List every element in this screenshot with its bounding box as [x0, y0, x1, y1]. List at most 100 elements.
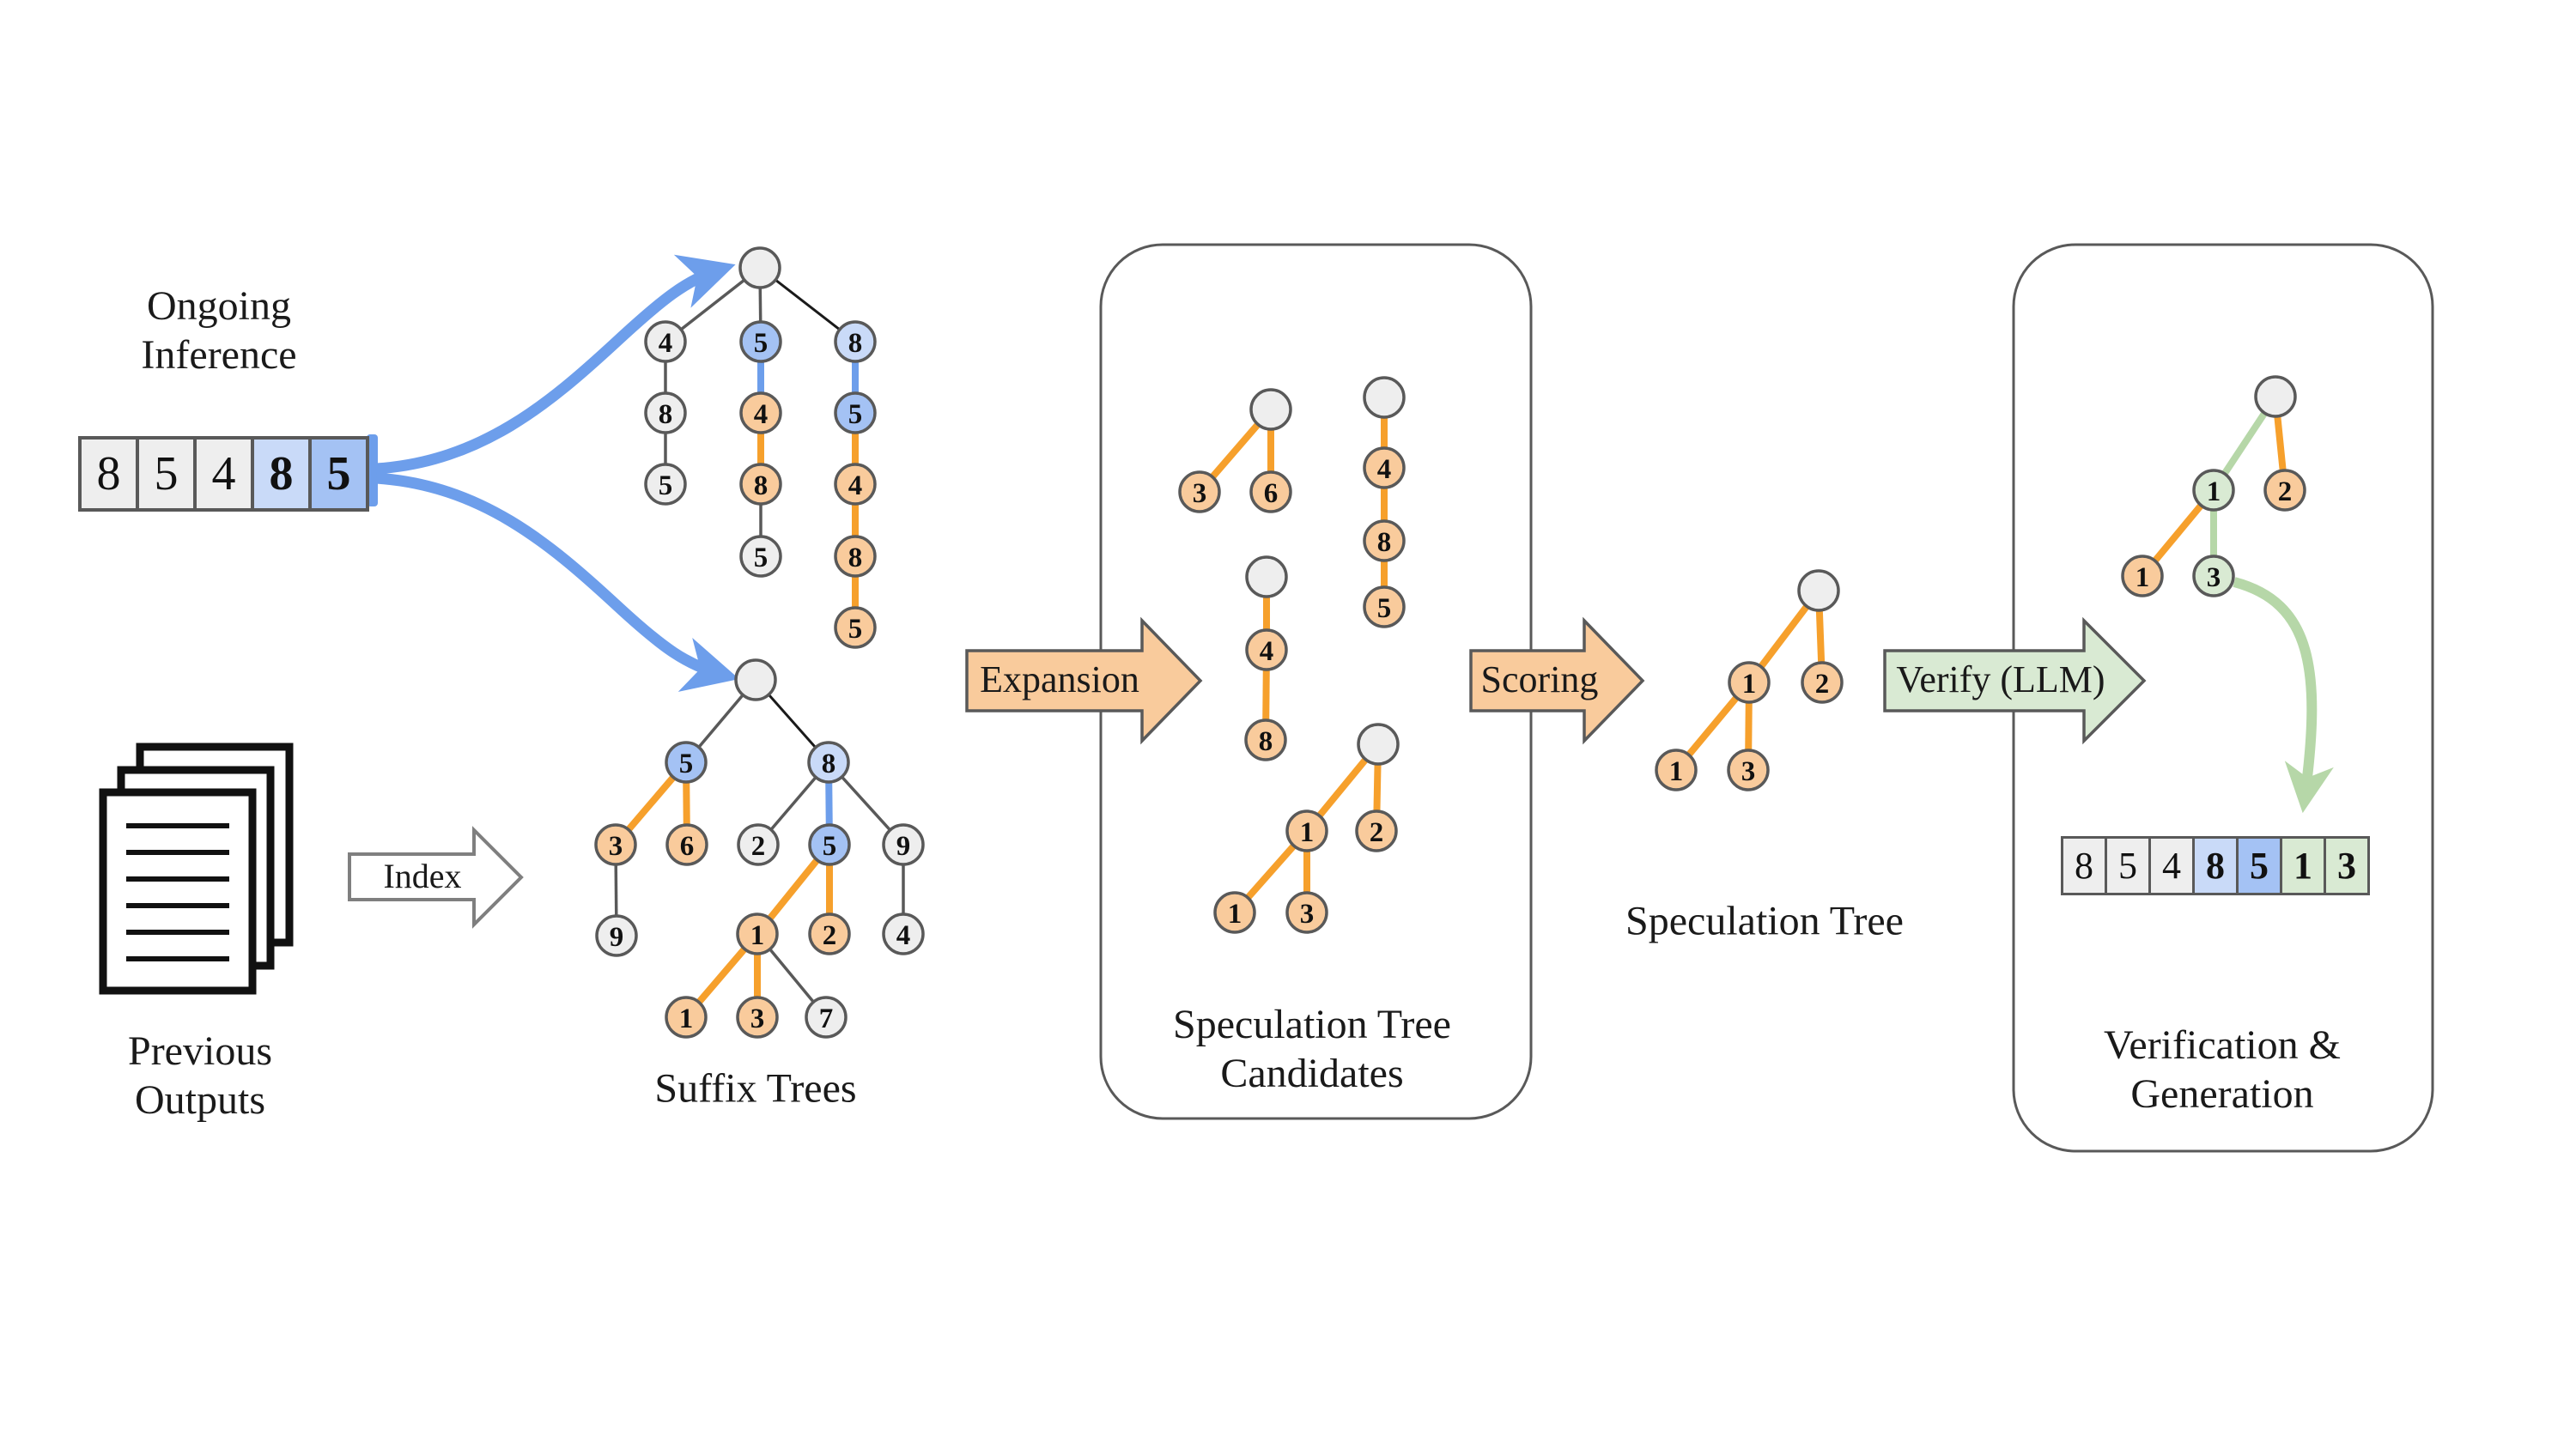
tree-node: [805, 996, 848, 1039]
ongoing-inference-label: Ongoing Inference: [141, 283, 297, 378]
token-cell: 8: [251, 436, 312, 512]
document-text-lines-icon: [126, 823, 229, 961]
tree-node-value: 1: [1300, 817, 1315, 848]
tree-node-value: 2: [2278, 476, 2293, 507]
tree-node: [665, 996, 708, 1039]
tree-node-value: 8: [754, 470, 769, 501]
tree-node-value: 2: [823, 920, 837, 951]
tree-node-value: 4: [1260, 636, 1274, 667]
tree-node-value: 1: [750, 920, 765, 951]
tree-node: [737, 823, 780, 866]
tree-node-value: 5: [1377, 593, 1392, 624]
tree-node-value: 1: [679, 1003, 694, 1034]
tree-node: [739, 391, 782, 434]
tree-node-value: 3: [609, 831, 623, 862]
tree-node-value: 1: [2136, 562, 2150, 593]
tree-node: [834, 391, 877, 434]
tree-root-node: [1249, 388, 1292, 431]
tree-node: [2192, 555, 2235, 597]
token-cell: 4: [193, 436, 254, 512]
tree-node-value: 9: [896, 831, 911, 862]
generation-arrow: [2233, 577, 2334, 814]
tree-node-value: 2: [1815, 669, 1830, 700]
tree-root-node: [2254, 375, 2297, 418]
tree-node: [1178, 470, 1221, 513]
tree-node-value: 7: [819, 1003, 834, 1034]
tree-node-value: 1: [2207, 476, 2221, 507]
previous-outputs-label: Previous Outputs: [128, 1028, 272, 1123]
tree-node: [1244, 718, 1287, 761]
tree-node-value: 5: [754, 328, 769, 359]
tree-node: [739, 463, 782, 506]
tree-node: [1728, 661, 1771, 704]
tree-node: [1801, 661, 1844, 704]
token-cell: 5: [2105, 836, 2151, 895]
tree-node-value: 8: [822, 749, 836, 779]
tree-root-node: [1797, 569, 1840, 612]
tree-node: [595, 914, 638, 957]
tree-node-value: 4: [848, 470, 863, 501]
tree-root-node: [1363, 376, 1406, 419]
tree-node: [736, 996, 779, 1039]
tree-node: [1363, 519, 1406, 562]
tree-node-value: 3: [2207, 562, 2221, 593]
scoring-arrow-label: Scoring: [1480, 658, 1599, 700]
tree-node: [594, 823, 637, 866]
tree-node-value: 5: [823, 831, 837, 862]
tree-node: [1655, 749, 1698, 791]
tree-node-value: 4: [754, 399, 769, 430]
tree-node-value: 3: [750, 1003, 765, 1034]
tree-node-value: 5: [679, 749, 694, 779]
tree-node: [2192, 469, 2235, 512]
tree-node: [1727, 749, 1770, 791]
tree-node-value: 1: [1228, 899, 1242, 930]
tree-node-value: 6: [1264, 478, 1279, 509]
speculation-tree-candidates-label: Speculation Tree Candidates: [1173, 1002, 1451, 1096]
tree-node: [736, 912, 779, 955]
tree-node: [1285, 891, 1328, 934]
tree-node-value: 5: [754, 543, 769, 573]
tree-node: [1213, 891, 1256, 934]
tree-node: [834, 535, 877, 578]
index-arrow-label: Index: [383, 857, 462, 895]
tree-root-node: [1357, 723, 1400, 766]
tree-node: [1245, 628, 1288, 671]
context-to-upper-tree-arrow: [375, 254, 736, 475]
tree-node-value: 8: [848, 328, 863, 359]
tree-node-value: 8: [1377, 527, 1392, 558]
tree-node-value: 3: [1300, 899, 1315, 930]
expansion-arrow-label: Expansion: [980, 658, 1139, 700]
tree-node: [1363, 446, 1406, 489]
token-cell: 8: [2061, 836, 2107, 895]
tree-node-value: 3: [1741, 756, 1756, 787]
token-cell: 5: [308, 436, 369, 512]
tree-node-value: 4: [1377, 454, 1392, 485]
index-arrow: [348, 826, 524, 929]
token-cell: 5: [2236, 836, 2282, 895]
tree-node-value: 6: [680, 831, 695, 862]
tree-node: [644, 391, 687, 434]
tree-node: [1285, 809, 1328, 852]
tree-node-value: 4: [896, 920, 911, 951]
tree-node-value: 2: [751, 831, 766, 862]
tree-node-value: 1: [1742, 669, 1757, 700]
tree-node-value: 5: [848, 399, 863, 430]
tree-node: [644, 320, 687, 363]
speculation-tree-label: Speculation Tree: [1625, 898, 1904, 944]
token-cell: 4: [2148, 836, 2195, 895]
tree-node-value: 5: [659, 470, 673, 501]
token-cell: 3: [2324, 836, 2370, 895]
verify-llm-arrow: [1883, 616, 2147, 745]
tree-node: [834, 320, 877, 363]
tree-node-value: 8: [1259, 726, 1273, 757]
tree-node: [834, 463, 877, 506]
token-cell: 8: [78, 436, 139, 512]
suffix-trees-label: Suffix Trees: [654, 1065, 857, 1112]
tree-node: [665, 823, 708, 866]
tree-root-node: [1245, 555, 1288, 598]
tree-root-node: [734, 658, 777, 701]
verify-llm-arrow-label: Verify (LLM): [1896, 658, 2105, 700]
